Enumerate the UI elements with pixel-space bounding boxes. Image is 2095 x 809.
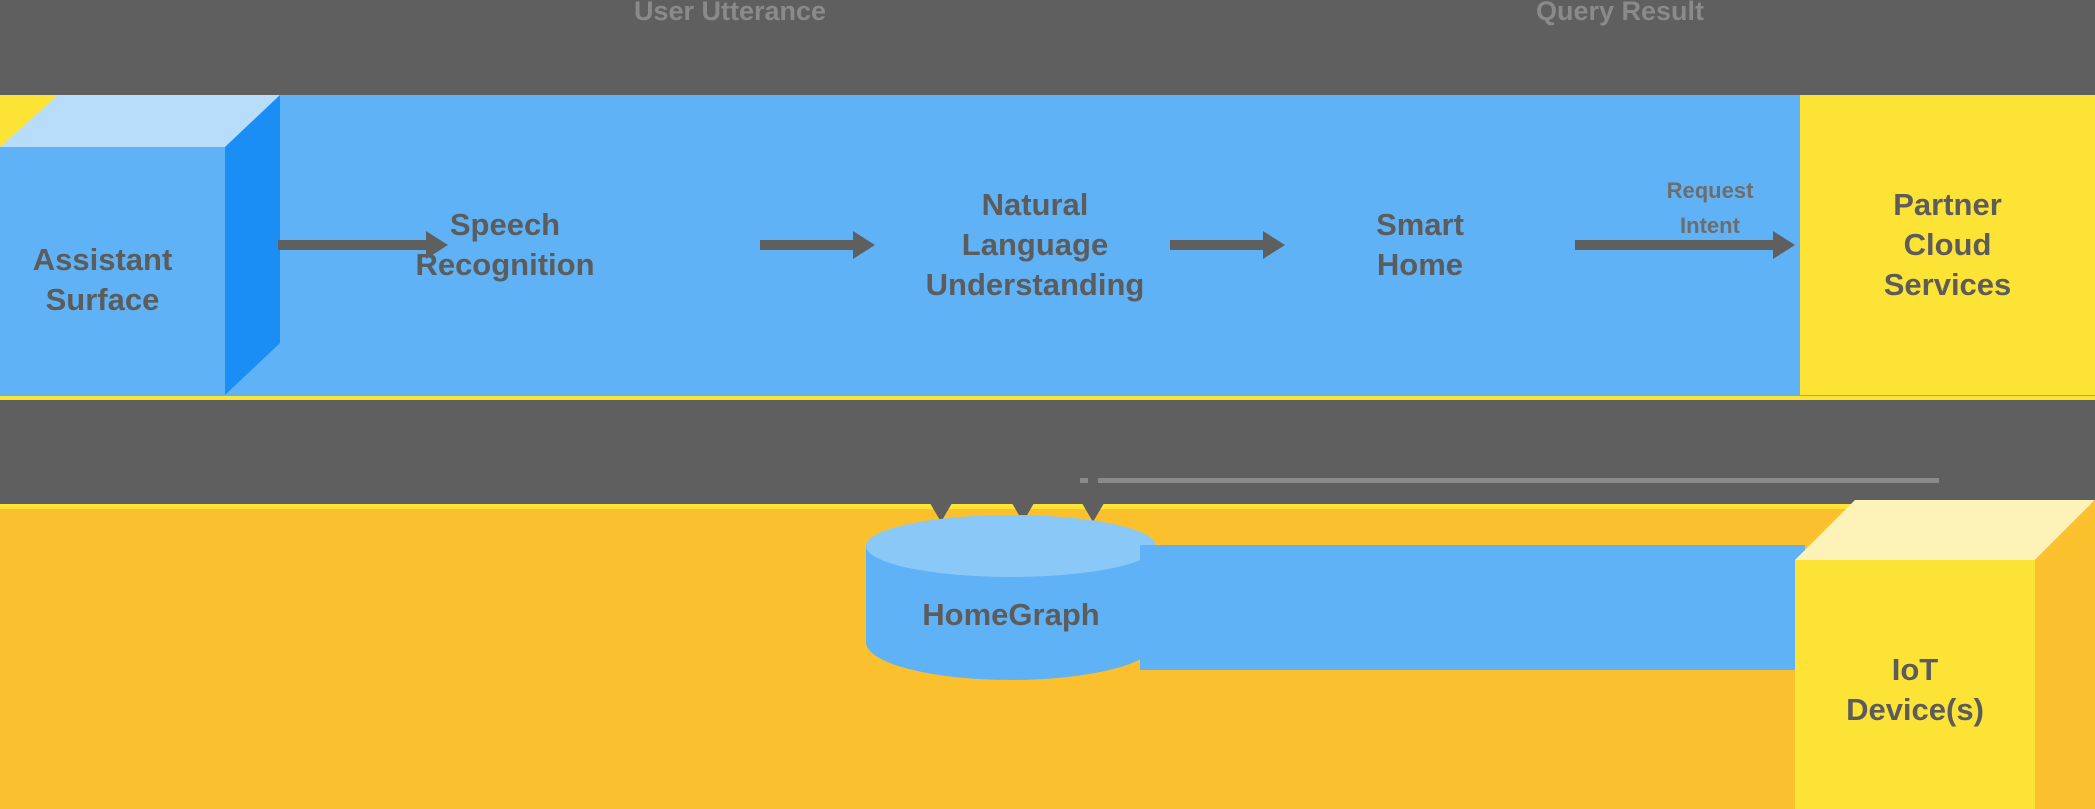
arrow-smarthome-to-partner	[1575, 231, 1795, 259]
iot-devices-front-face	[1795, 560, 2035, 809]
arrow-homegraph-in-3	[1079, 455, 1107, 522]
caption-query-result: Query Result	[1535, 0, 1705, 26]
partner-cloud-services-label: Partner Cloud Services	[1883, 187, 2012, 302]
node-assistant-surface[interactable]: Assistant Surface	[0, 95, 280, 395]
band-gray-middle	[0, 400, 2095, 508]
node-partner-cloud-services[interactable]: Partner Cloud Services	[1800, 95, 2095, 395]
smart-home-label: Smart Home	[1376, 207, 1464, 282]
arrow-nlu-to-smarthome	[1170, 231, 1285, 259]
edge-label-request: Request	[1666, 178, 1754, 203]
node-smart-home[interactable]: Smart Home	[1300, 175, 1540, 315]
edge-label-intent: Intent	[1680, 213, 1740, 238]
strip-yellow-under-blue	[0, 396, 2095, 400]
node-iot-devices[interactable]: IoT Device(s)	[1795, 500, 2095, 809]
node-homegraph[interactable]: HomeGraph	[866, 515, 1156, 680]
connector-line-mid-band	[1080, 478, 1940, 483]
arrow-homegraph-in-2	[1009, 455, 1037, 522]
arrow-assistant-to-speech	[278, 231, 448, 259]
nlu-label: Natural Language Understanding	[925, 187, 1145, 302]
arrow-query-result-return	[1480, 59, 1970, 87]
arrow-homegraph-in-1	[927, 455, 955, 522]
assistant-surface-side-face	[225, 95, 280, 395]
caption-user-utterance: User Utterance	[633, 0, 827, 26]
homegraph-label: HomeGraph	[922, 597, 1100, 632]
assistant-surface-front-face	[0, 147, 225, 395]
homegraph-cylinder-top	[866, 515, 1156, 577]
arrow-partner-to-iot	[1930, 450, 1958, 522]
arrow-speech-to-nlu	[760, 231, 875, 259]
decor-blue-plane-lower	[1140, 545, 1805, 670]
arrow-utterance-into-assistant	[134, 20, 162, 94]
band-gray-top	[0, 0, 2095, 95]
node-natural-language-understanding[interactable]: Natural Language Understanding	[870, 155, 1200, 335]
strip-yellow-over-orange	[0, 504, 2095, 509]
iot-devices-side-face	[2035, 500, 2095, 809]
